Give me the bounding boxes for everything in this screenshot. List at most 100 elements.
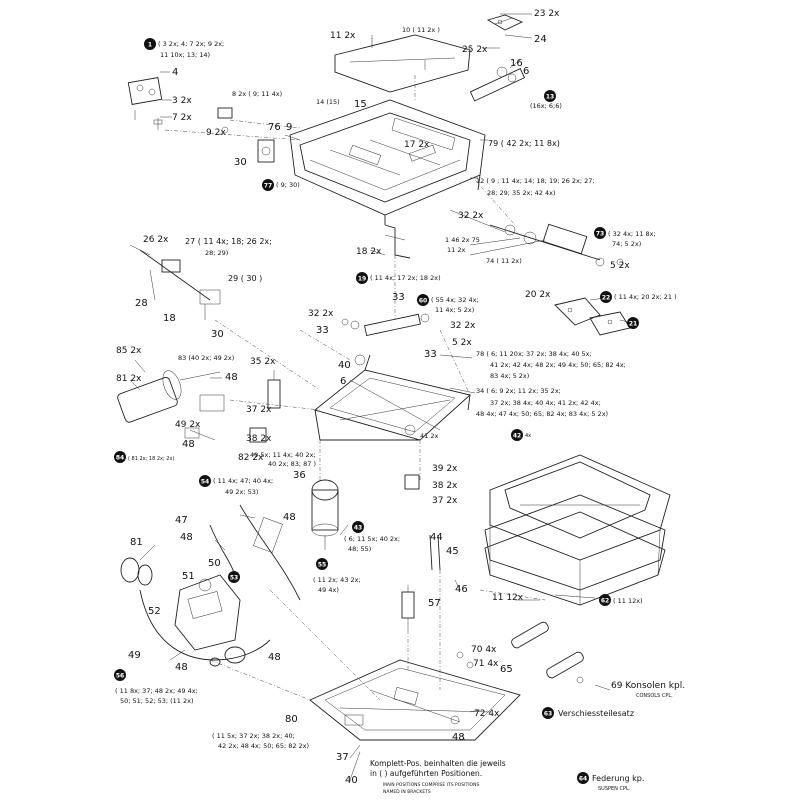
svg-text:10 ( 11 2x ): 10 ( 11 2x ) [402,26,440,34]
callout-disc-84: 84 [114,451,126,463]
callout-disc-60: 60 [417,294,429,306]
part-label: 33 [316,325,329,336]
svg-text:SUSPEN CPL.: SUSPEN CPL. [598,786,631,792]
part-label: 71 4x [473,659,499,669]
part-label: 40 [345,775,358,786]
part-label: 37 2x [432,496,458,506]
part-label: 81 2x [116,374,142,384]
svg-text:(16x; 6;6): (16x; 6;6) [530,102,562,110]
part-label: 33 [392,292,405,303]
part-label: 48 [283,512,296,523]
svg-text:48; 55): 48; 55) [348,545,371,553]
part-label: 9 [286,122,292,133]
cable-assembly-27 [129,244,221,320]
svg-text:74; 5 2x): 74; 5 2x) [612,240,641,248]
bellows-62 [484,454,671,606]
svg-text:40 2x; 83; 87 ): 40 2x; 83; 87 ) [268,460,316,468]
callout-disc-55: 55 [316,558,328,570]
part-label: 44 [430,532,443,543]
part-label: 20 2x [525,290,551,300]
svg-text:( 32 4x; 11 8x;: ( 32 4x; 11 8x; [608,230,656,238]
svg-text:64: 64 [579,776,587,783]
svg-text:8 2x ( 9; 11 4x): 8 2x ( 9; 11 4x) [232,90,282,98]
svg-text:78 ( 6; 11 20x; 37 2x; 38 4x;: 78 ( 6; 11 20x; 37 2x; 38 4x; 40 5x; [476,350,592,358]
part-label: 26 2x [143,235,169,245]
svg-text:28; 29): 28; 29) [205,249,228,257]
svg-text:( 11 4x; 47; 40 4x;: ( 11 4x; 47; 40 4x; [213,477,273,485]
svg-text:43: 43 [354,525,362,532]
callout-disc-13: 13 [544,90,556,102]
callout-disc-53: 53 [228,571,240,583]
svg-text:27 ( 11 4x; 18; 26 2x;: 27 ( 11 4x; 18; 26 2x; [185,237,272,246]
part-label: 76 [268,122,281,133]
latch-22 [554,297,631,336]
svg-text:( 11 8x; 37; 48 2x; 49 4x;: ( 11 8x; 37; 48 2x; 49 4x; [115,687,198,695]
svg-text:Federung kp.: Federung kp. [592,774,644,783]
part-label: 80 [285,714,298,725]
svg-text:73: 73 [596,231,604,238]
svg-text:( 11 2x; 43 2x;: ( 11 2x; 43 2x; [313,576,361,584]
seat-frame [289,99,486,225]
part-label: 11 12x [492,593,524,603]
part-label: 57 [428,598,441,609]
part-label: 30 [211,329,224,340]
svg-text:22: 22 [602,295,610,302]
part-label: 28 [135,298,148,309]
part-label: 3 2x [172,96,192,106]
base-frame-80 [309,659,521,741]
svg-text:56: 56 [116,673,124,680]
part-label: 32 2x [458,211,484,221]
part-label: 32 2x [308,309,334,319]
svg-text:40 5x; 11 4x; 40 2x;: 40 5x; 11 4x; 40 2x; [250,451,316,459]
svg-text:13: 13 [546,94,554,101]
svg-text:28; 29; 35 2x; 42 4x): 28; 29; 35 2x; 42 4x) [487,189,556,197]
assembly-lines [164,35,546,701]
callout-disc-56: 56 [114,669,126,681]
part-label: 51 [182,571,195,582]
part-label: 37 [336,752,349,763]
part-label: 16 [510,58,523,69]
small-hinge-8 [217,107,233,134]
part-label: 4 [172,67,178,78]
svg-text:48 4x; 47 4x; 50; 65; 82 4x; 8: 48 4x; 47 4x; 50; 65; 82 4x; 83 4x; 5 2x… [476,410,608,418]
legend: 69 Konsolen kpl. CONSOLS CPL. Verschiess… [370,681,685,795]
svg-text:74 ( 11 2x): 74 ( 11 2x) [486,257,522,265]
svg-text:49 2x; 53): 49 2x; 53) [225,488,258,496]
part-label: 24 [534,34,547,45]
part-label: 52 [148,606,161,617]
callout-disc-73: 73 [594,227,606,239]
svg-text:in ( ) aufgeführten Positionen: in ( ) aufgeführten Positionen. [370,769,482,778]
part-label: 48 [182,439,195,450]
part-label: 65 [500,664,513,675]
callout-disc-21: 21 [627,317,639,329]
shock-absorber-43 [311,479,339,550]
svg-text:1: 1 [148,42,152,49]
svg-text:12 ( 9 ; 11 4x; 14; 18; 19; 26: 12 ( 9 ; 11 4x; 14; 18; 19; 26 2x; 27; [476,177,595,185]
seat-cushion-plate [334,34,471,93]
part-label: 85 2x [116,346,142,356]
part-label: 36 [293,470,306,481]
svg-text:41 2x: 41 2x [420,432,438,440]
svg-text:1 46 2x 75: 1 46 2x 75 [445,236,480,244]
part-label: 45 [446,546,459,557]
upper-shaft-60 [341,313,430,337]
part-label: 23 2x [534,9,560,19]
part-label: 35 2x [250,357,276,367]
part-label: 6 [523,66,529,77]
part-label: 82 2x [238,453,264,463]
svg-text:11 4x; 5 2x): 11 4x; 5 2x) [435,306,474,314]
part-label: 9 2x [206,128,226,138]
part-label: 49 2x [175,420,201,430]
part-label: 40 [338,360,351,371]
svg-text:69 Konsolen kpl.: 69 Konsolen kpl. [611,681,685,691]
spring-57 [401,585,415,630]
part-label: 47 [175,515,188,526]
part-label: 6 [340,376,346,387]
svg-text:( 81 2x; 18 2x; 2x): ( 81 2x; 18 2x; 2x) [128,456,174,462]
svg-text:63: 63 [544,711,552,718]
svg-text:49 4x): 49 4x) [318,586,339,594]
svg-text:( 55 4x; 32 4x;: ( 55 4x; 32 4x; [431,296,479,304]
part-label: 5 2x [452,338,472,348]
part-label: 18 2x [356,247,382,257]
part-label: 72 4x [474,709,500,719]
